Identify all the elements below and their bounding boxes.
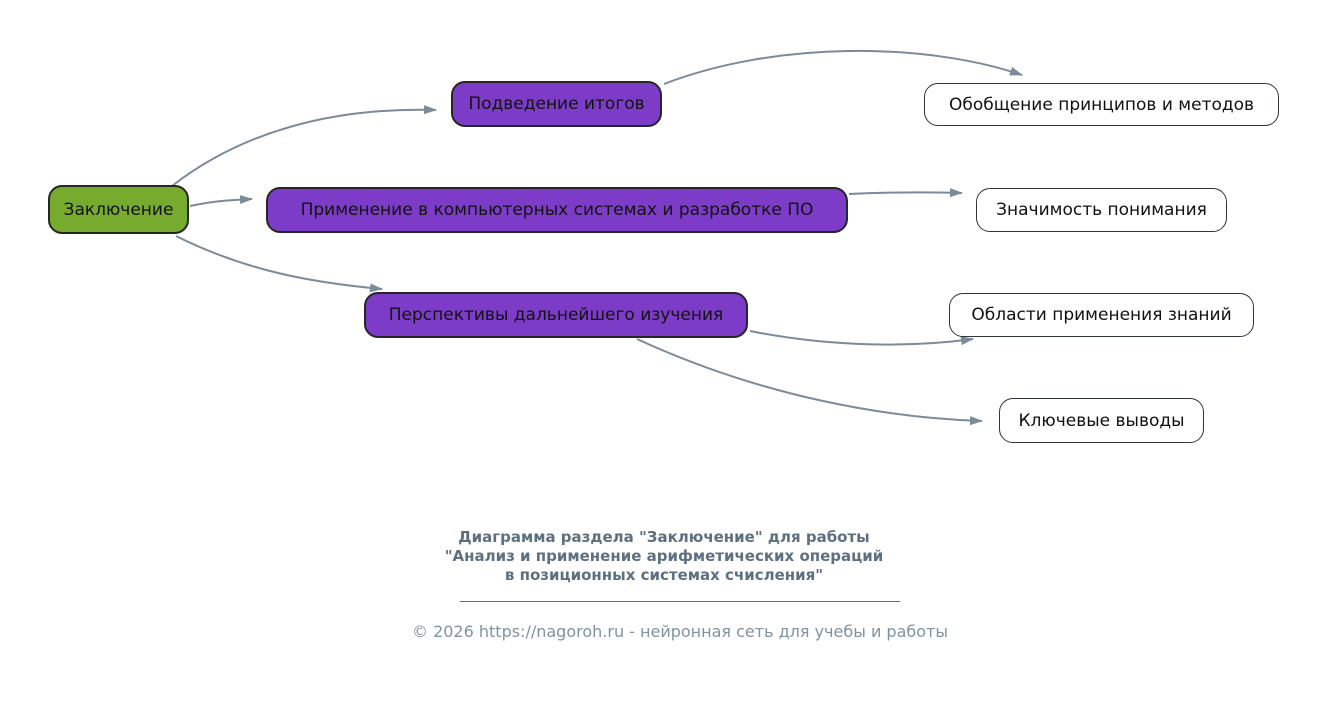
node-label: Применение в компьютерных системах и раз… [300,200,814,220]
node-label: Области применения знаний [971,305,1232,325]
edge-root-to-summary [171,105,437,187]
edge-root-to-perspectives [175,235,383,293]
node-conclusion-root: Заключение [48,185,189,234]
caption-line-3: в позиционных системах счисления" [504,566,824,584]
node-label: Подведение итогов [468,94,645,114]
edge-application-to-significance [848,188,963,198]
node-label: Значимость понимания [996,200,1207,220]
caption-line-1: Диаграмма раздела "Заключение" для работ… [458,528,870,546]
diagram-caption: Диаграмма раздела "Заключение" для работ… [364,528,964,585]
edge-summary-to-generalization [663,49,1023,85]
node-summarizing: Подведение итогов [451,81,662,127]
node-generalization-of-principles: Обобщение принципов и методов [924,83,1279,126]
node-key-conclusions: Ключевые выводы [999,398,1204,443]
node-label: Ключевые выводы [1018,410,1185,431]
node-further-study-perspectives: Перспективы дальнейшего изучения [364,292,748,338]
node-label: Обобщение принципов и методов [948,94,1255,115]
node-application-in-computer-systems: Применение в компьютерных системах и раз… [266,187,848,233]
caption-line-2: "Анализ и применение арифметических опер… [444,547,884,565]
node-label: Заключение [63,199,174,220]
copyright-footer: © 2026 https://nagoroh.ru - нейронная се… [411,622,948,641]
edge-perspectives-to-areas [749,330,974,346]
edge-root-to-application [189,195,253,207]
caption-separator-line [460,601,900,602]
node-significance-of-understanding: Значимость понимания [976,188,1227,232]
edge-perspectives-to-conclusions [636,338,983,426]
node-label: Перспективы дальнейшего изучения [388,305,724,325]
node-knowledge-application-areas: Области применения знаний [949,293,1254,337]
